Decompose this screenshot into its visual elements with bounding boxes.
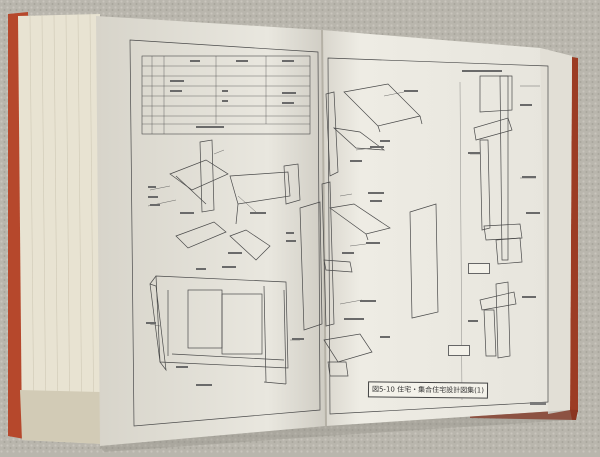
page-edges	[18, 14, 104, 444]
left-page-drawing	[129, 39, 321, 427]
right-page-caption: 図5-10 住宅・集合住宅設計図集(1)	[367, 381, 489, 399]
stamp-box-1	[468, 263, 490, 274]
left-page	[96, 16, 326, 446]
stamp-box-2	[448, 345, 470, 356]
cabinet-drawing	[155, 275, 289, 369]
right-page-drawing	[286, 57, 549, 415]
